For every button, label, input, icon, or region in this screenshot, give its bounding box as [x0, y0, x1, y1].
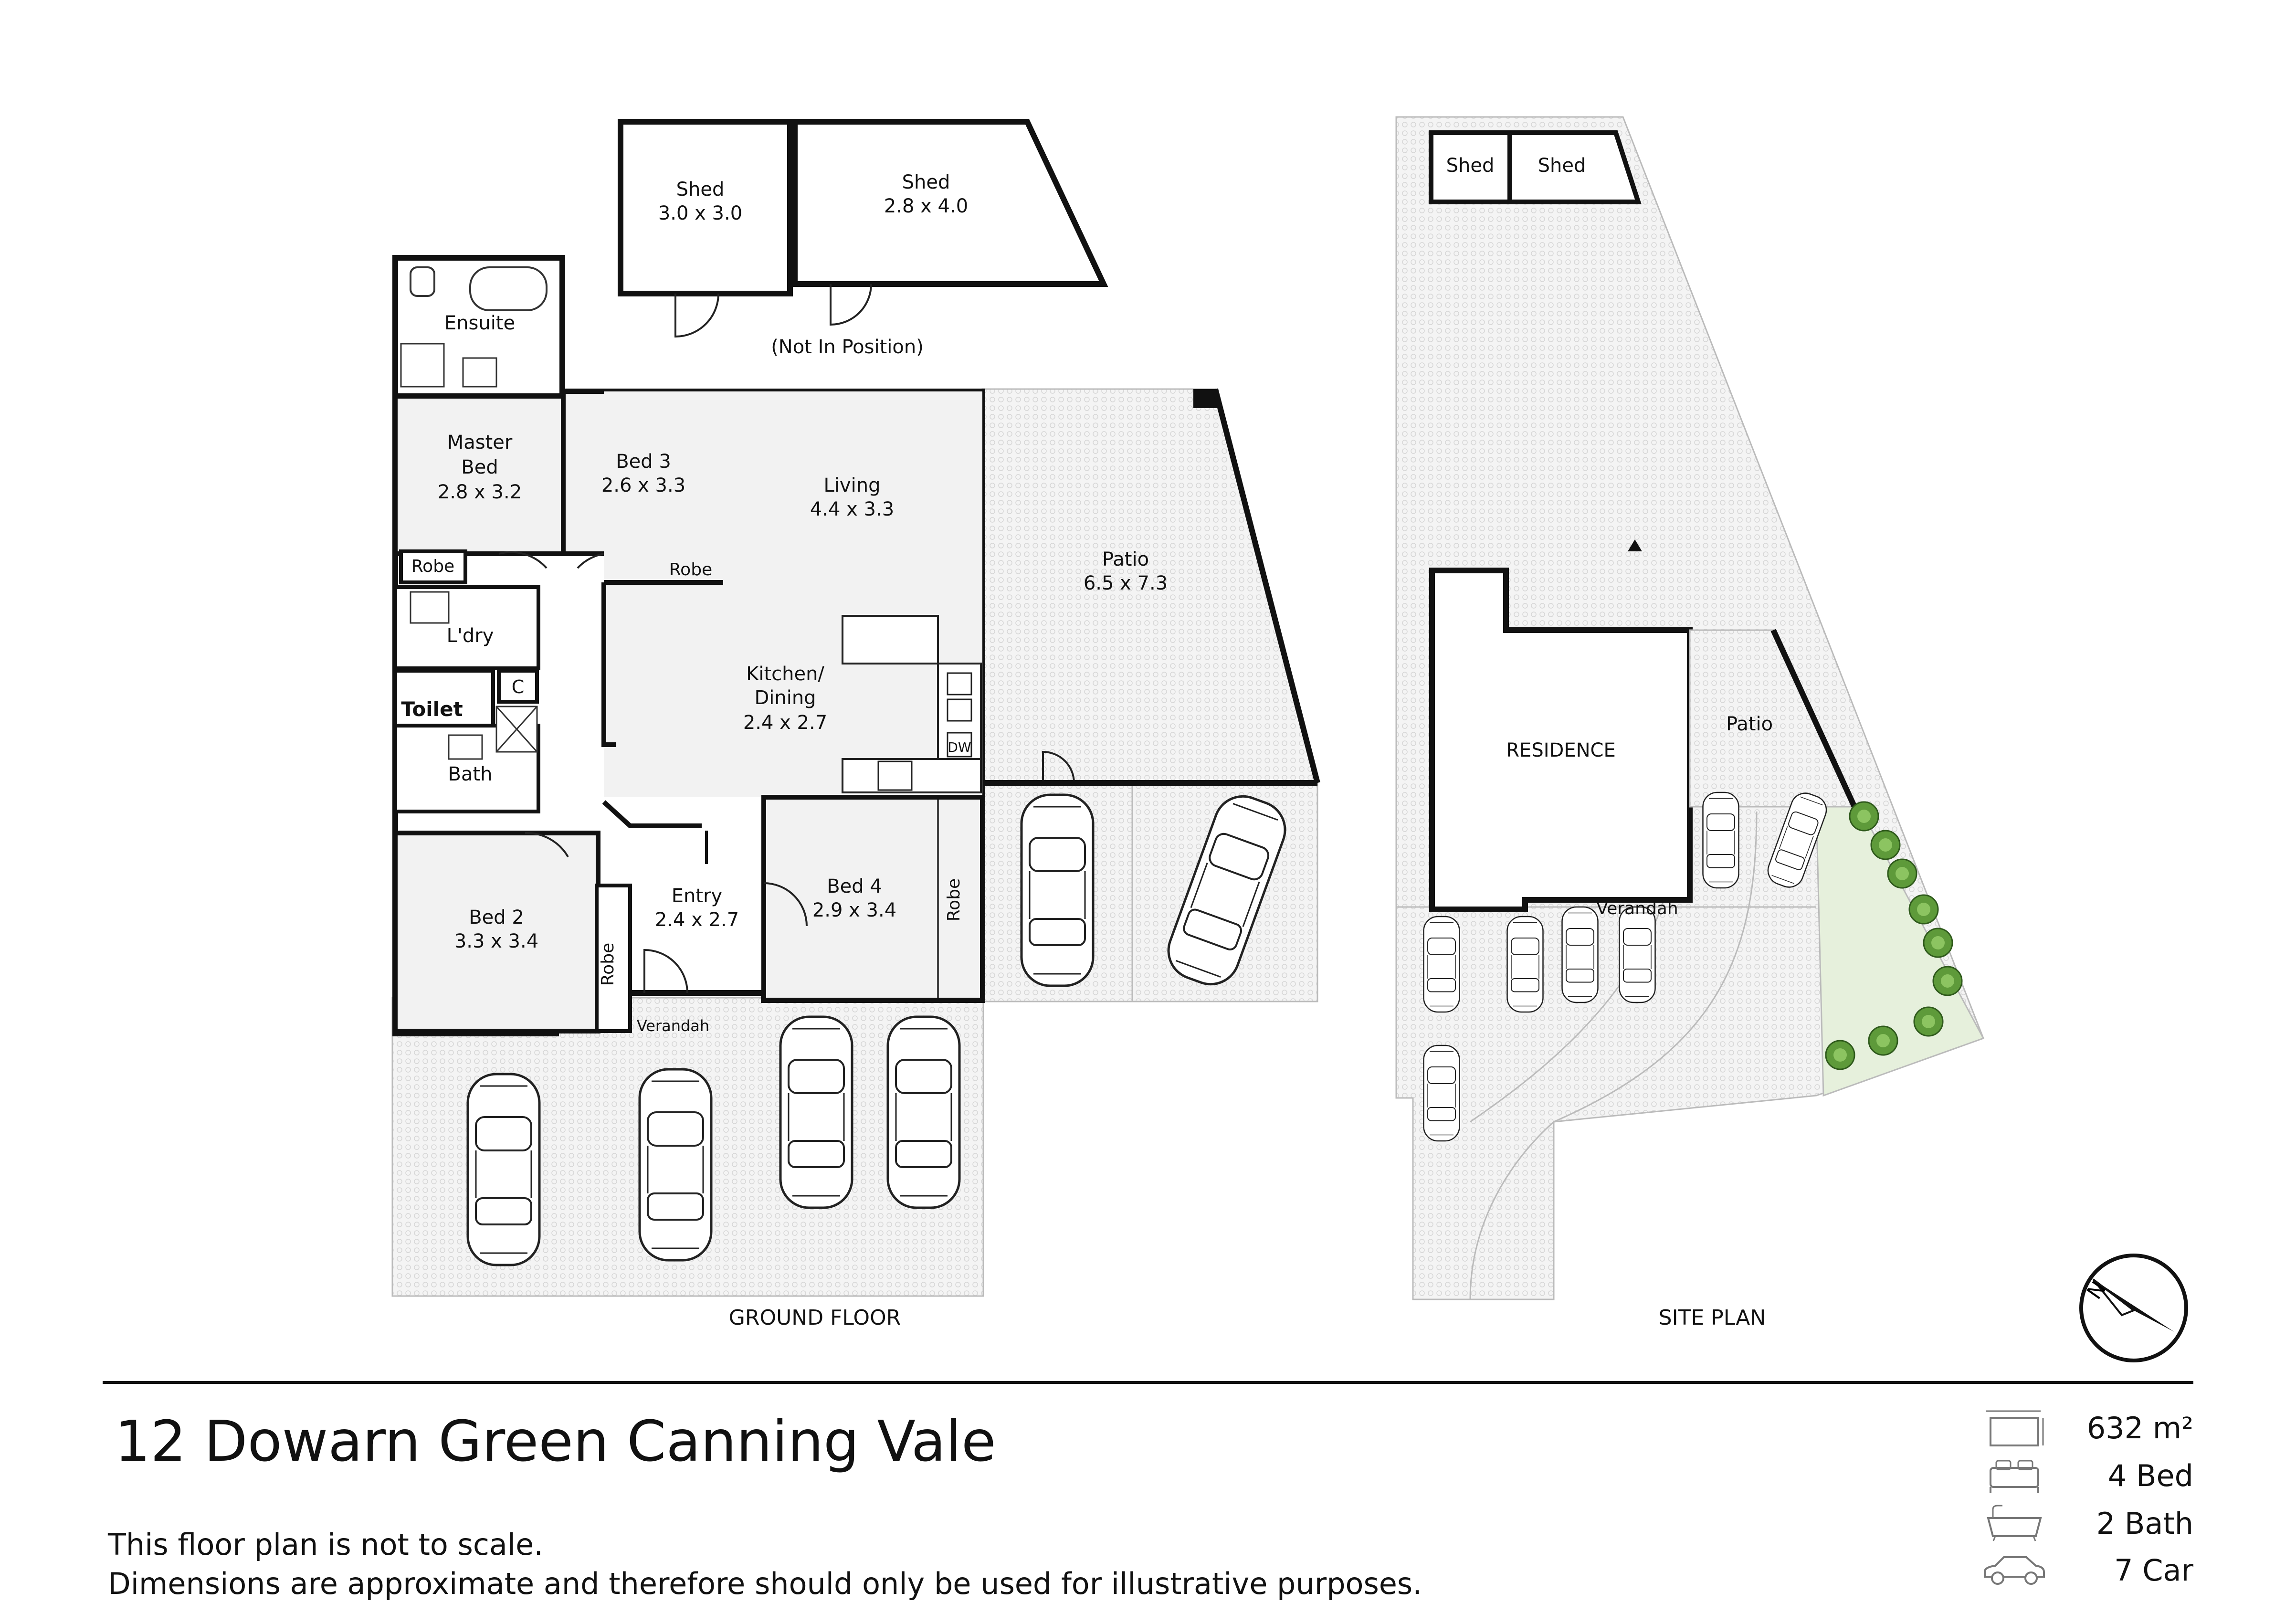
- laundry-label: L'dry: [447, 625, 494, 647]
- kitchen-size: 2.4 x 2.7: [743, 712, 827, 734]
- bath-label: Bath: [448, 763, 493, 785]
- residence-label: RESIDENCE: [1506, 739, 1615, 761]
- robe-bed2: [595, 884, 632, 1033]
- master-size: 2.8 x 3.2: [438, 481, 522, 503]
- shed2-name: Shed: [902, 171, 950, 193]
- shed1-name: Shed: [676, 179, 725, 200]
- bed4-room: [761, 795, 985, 1002]
- living-size: 4.4 x 3.3: [810, 498, 894, 520]
- north-arrow-icon: N: [2079, 1254, 2188, 1362]
- toilet-label: Toilet: [401, 697, 463, 721]
- robe-master-label: Robe: [411, 557, 454, 576]
- robe-master: [399, 549, 467, 584]
- stat-area: 632 m²: [2086, 1411, 2193, 1445]
- entry-name: Entry: [672, 885, 722, 907]
- living-kitchen-area: [604, 391, 982, 797]
- bed-icon: [1990, 1460, 2039, 1493]
- site-shed2-label: Shed: [1538, 155, 1586, 177]
- bed2-room: [393, 831, 600, 1033]
- bed4-name: Bed 4: [827, 875, 882, 897]
- ground-floor-plan: Shed 3.0 x 3.0 Shed 2.8 x 4.0 (Not In Po…: [391, 119, 1320, 1330]
- bed2-size: 3.3 x 3.4: [454, 930, 538, 952]
- site-shed-right: [1507, 130, 1642, 204]
- kitchen-name1: Kitchen/: [746, 663, 824, 685]
- bed3-size: 2.6 x 3.3: [601, 475, 685, 496]
- sheds-note: (Not In Position): [771, 336, 924, 358]
- site-plan: Shed Shed RESIDENCE Patio Verandah SITE …: [1395, 116, 1985, 1330]
- disclaimer: This floor plan is not to scale. Dimensi…: [108, 1525, 1422, 1603]
- shed2-size: 2.8 x 4.0: [884, 195, 968, 217]
- master-name2: Bed: [461, 456, 498, 478]
- master-name1: Master: [447, 432, 513, 453]
- land-area-icon: [1986, 1410, 2044, 1446]
- robe-bed3-label: Robe: [669, 560, 712, 580]
- bed2-name: Bed 2: [469, 907, 524, 928]
- site-verandah-label: Verandah: [1596, 899, 1678, 918]
- site-plan-caption: SITE PLAN: [1659, 1306, 1766, 1330]
- stat-beds: 4 Bed: [2107, 1458, 2193, 1493]
- patio-name: Patio: [1102, 548, 1149, 570]
- robe-bed2-label: Robe: [598, 943, 618, 986]
- footer-divider: [103, 1381, 2193, 1384]
- bed4-size: 2.9 x 3.4: [812, 899, 896, 921]
- cupboard: [497, 669, 539, 704]
- bath-icon: [1987, 1505, 2042, 1541]
- site-shed1-label: Shed: [1446, 155, 1495, 177]
- residence-outline: [1429, 568, 1693, 912]
- robe-bed4-label: Robe: [944, 878, 964, 921]
- shed-left-outline: [618, 119, 793, 296]
- cupboard-label: C: [512, 676, 525, 697]
- bed3-name: Bed 3: [616, 451, 671, 473]
- car-icon: [1984, 1556, 2045, 1585]
- kitchen-island: [842, 615, 939, 664]
- patio-size: 6.5 x 7.3: [1084, 572, 1168, 594]
- entry-size: 2.4 x 2.7: [655, 909, 739, 931]
- disclaimer-line-1: This floor plan is not to scale.: [108, 1527, 543, 1562]
- ground-floor-caption: GROUND FLOOR: [729, 1306, 901, 1330]
- stat-baths: 2 Bath: [2096, 1506, 2193, 1541]
- verandah-label: Verandah: [637, 1017, 709, 1035]
- disclaimer-line-2: Dimensions are approximate and therefore…: [108, 1566, 1422, 1601]
- living-name: Living: [824, 475, 881, 496]
- ensuite-label: Ensuite: [444, 312, 515, 334]
- shed-right-outline: [792, 119, 1108, 287]
- toilet-room: [393, 669, 495, 728]
- site-patio-label: Patio: [1726, 713, 1773, 735]
- stat-cars: 7 Car: [2114, 1553, 2193, 1588]
- dishwasher-label: DW: [948, 739, 971, 755]
- property-address: 12 Dowarn Green Canning Vale: [115, 1408, 996, 1474]
- kitchen-name2: Dining: [754, 687, 816, 709]
- shed1-size: 3.0 x 3.0: [658, 202, 742, 224]
